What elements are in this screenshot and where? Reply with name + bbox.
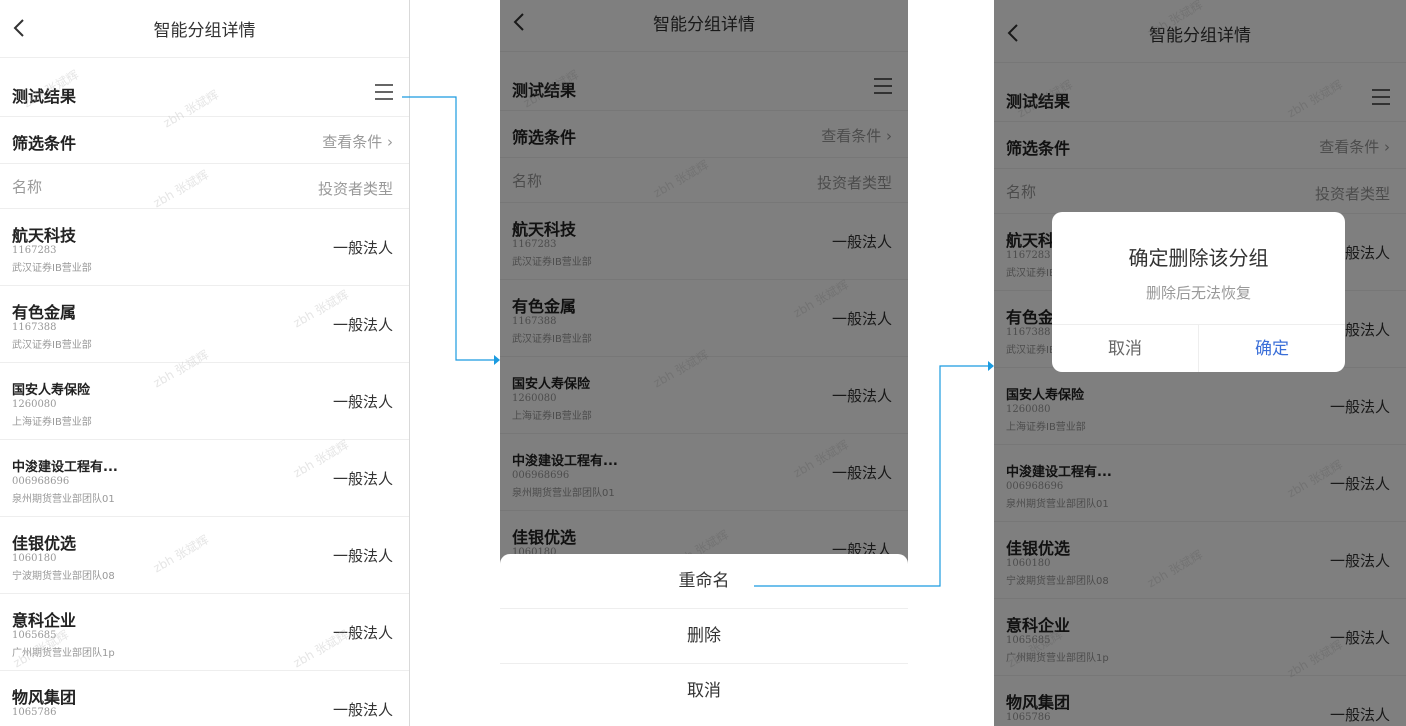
confirm-button[interactable]: 确定 [1198,325,1345,372]
table-header: 名称 投资者类型 [0,164,409,209]
cancel-option[interactable]: 取消 [687,681,721,701]
investor-code: 1065786 [12,707,57,718]
investor-type: 一般法人 [332,239,393,257]
dialog-title: 确定删除该分组 [1128,246,1269,270]
investor-code: 1167283 [12,245,57,256]
investor-name: 航天科技 [12,226,77,245]
investor-type: 一般法人 [332,393,393,411]
investor-type: 一般法人 [332,547,393,565]
investor-code: 1065685 [12,630,57,641]
nav-bar: 智能分组详情 [0,0,409,58]
investor-dept: 泉州期货营业部团队01 [12,494,115,505]
investor-name: 意科企业 [12,611,77,630]
investor-dept: 广州期货营业部团队1p [12,648,115,659]
rename-option[interactable]: 重命名 [500,554,908,609]
screen-action-sheet: 智能分组详情 测试结果 筛选条件 查看条件 › 名称 投资者类型 航天科技116… [500,0,908,726]
investor-type: 一般法人 [332,470,393,488]
view-conditions-link[interactable]: 查看条件 › [322,131,393,152]
section-title: 测试结果 [12,87,77,106]
investor-name: 国安人寿保险 [12,383,91,398]
cancel-button[interactable]: 取消 [1108,339,1142,359]
page-title: 智能分组详情 [153,21,256,41]
list-item[interactable]: 中浚建设工程有...006968696 泉州期货营业部团队01 一般法人 [0,440,409,517]
investor-dept: 武汉证券IB营业部 [12,263,92,274]
menu-icon[interactable] [375,84,393,100]
investor-type: 一般法人 [332,316,393,334]
dialog-buttons: 取消 确定 [1052,324,1345,372]
filter-label: 筛选条件 [12,134,77,153]
investor-name: 有色金属 [12,303,77,322]
investor-dept: 上海证券IB营业部 [12,417,92,428]
dialog-message: 删除后无法恢复 [1145,284,1251,302]
investor-code: 1060180 [12,553,57,564]
screen-delete-dialog: 智能分组详情 测试结果 筛选条件 查看条件 › 名称 投资者类型 航天科技116… [994,0,1406,726]
view-conditions-label: 查看条件 [322,133,383,151]
confirm-dialog: 确定删除该分组 删除后无法恢复 取消 确定 [1052,212,1345,372]
investor-name: 中浚建设工程有... [12,460,118,475]
back-icon[interactable] [8,14,32,42]
investor-type: 一般法人 [332,624,393,642]
investor-code: 1260080 [12,399,57,410]
column-name: 名称 [12,178,43,196]
investor-code: 1167388 [12,322,57,333]
investor-dept: 武汉证券IB营业部 [12,340,92,351]
investor-name: 物风集团 [12,688,77,707]
connector-menu-to-sheet [402,96,494,361]
filter-row[interactable]: 筛选条件 查看条件 › [0,117,409,164]
investor-dept: 宁波期货营业部团队08 [12,571,115,582]
delete-option[interactable]: 删除 [500,609,908,664]
investor-code: 006968696 [12,476,70,487]
column-investor-type: 投资者类型 [317,180,393,198]
chevron-right-icon: › [387,133,393,151]
section-header: 测试结果 [0,70,409,117]
action-sheet: 重命名 删除 取消 [500,554,908,726]
investor-type: 一般法人 [332,701,393,719]
investor-name: 佳银优选 [12,534,77,553]
